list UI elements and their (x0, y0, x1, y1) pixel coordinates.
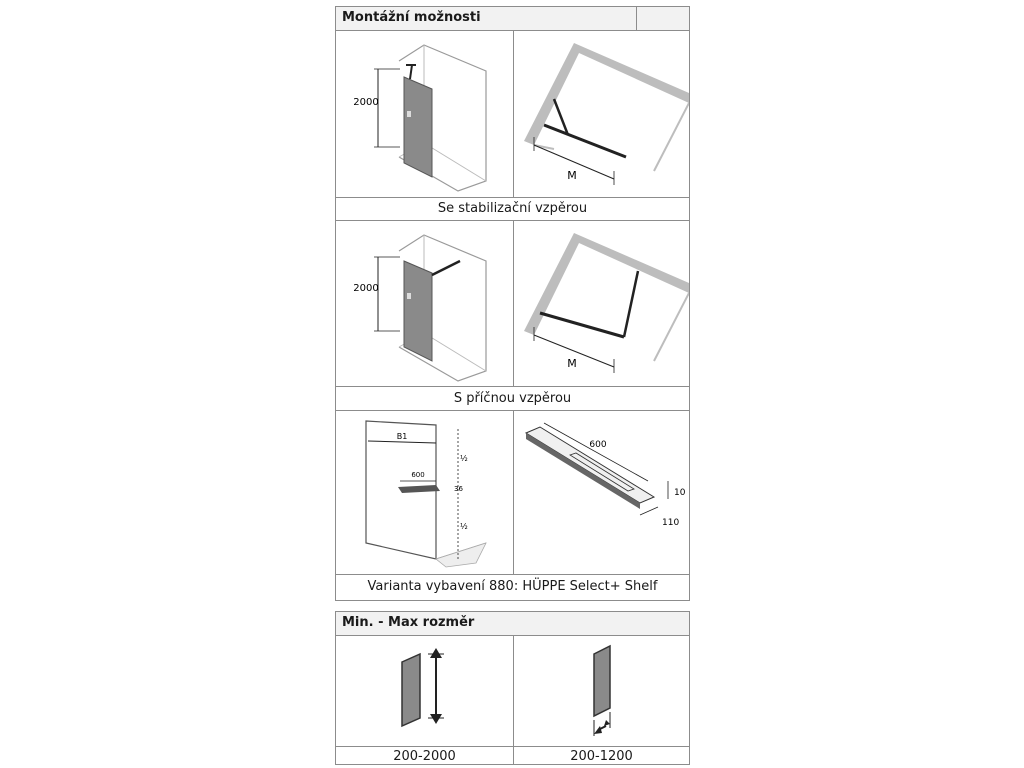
row2-caption: S příčnou vzpěrou (336, 386, 689, 411)
row1-left-cell: 2000 (336, 31, 514, 197)
shelf-elevation-drawing: B1 600 ½ 36 ½ (365, 420, 487, 568)
row3-caption: Varianta vybavení 880: HÜPPE Select+ She… (336, 574, 689, 600)
crossbar-3d-drawing: 2000 (353, 234, 487, 382)
shelf-length-label: 600 (589, 440, 606, 450)
row1-caption: Se stabilizační vzpěrou (336, 197, 689, 221)
mounting-options-table: Montážní možnosti 2000 (335, 6, 690, 601)
size-range-header: Min. - Max rozměr (336, 612, 689, 636)
width-range-value: 200-1200 (570, 749, 633, 764)
shelf-b1-label: B1 (397, 432, 408, 441)
shelf-half-bottom-label: ½ (460, 522, 468, 531)
row1-height-label: 2000 (353, 97, 378, 108)
mounting-options-title: Montážní možnosti (342, 10, 481, 25)
mounting-options-header: Montážní možnosti (336, 7, 689, 31)
shelf-offset-label: 36 (454, 485, 463, 493)
width-range-cell (514, 636, 689, 746)
shelf-width-label: 600 (411, 471, 424, 479)
row2-width-label: M (567, 357, 577, 370)
row3-caption-text: Varianta vybavení 880: HÜPPE Select+ She… (367, 579, 658, 594)
width-range-caption: 200-1200 (514, 746, 689, 765)
size-range-title: Min. - Max rozměr (342, 615, 475, 630)
row1-right-cell: M (514, 31, 689, 197)
row3-left-cell: B1 600 ½ 36 ½ (336, 411, 514, 574)
width-range-drawing (593, 644, 611, 736)
height-range-caption: 200-2000 (336, 746, 514, 765)
shelf-detail-drawing: 600 10 110 (524, 422, 686, 528)
height-range-cell (336, 636, 514, 746)
row1-caption-text: Se stabilizační vzpěrou (437, 201, 588, 216)
shelf-depth-label: 110 (662, 518, 679, 528)
row3-right-cell: 600 10 110 (514, 411, 689, 574)
height-range-value: 200-2000 (393, 749, 456, 764)
size-range-table: Min. - Max rozměr 200-2000 200-1200 (335, 611, 690, 765)
stabilizer-3d-drawing: 2000 (353, 44, 487, 192)
row1-width-label: M (567, 169, 577, 182)
shelf-height-label: 10 (674, 488, 686, 498)
shelf-half-top-label: ½ (460, 454, 468, 463)
row2-right-cell: M (514, 221, 689, 386)
stabilizer-plan-drawing: M (524, 43, 689, 185)
row2-caption-text: S příčnou vzpěrou (453, 391, 572, 406)
row2-height-label: 2000 (353, 283, 378, 294)
crossbar-plan-drawing: M (524, 233, 689, 373)
row2-left-cell: 2000 (336, 221, 514, 386)
height-range-drawing (401, 648, 444, 728)
header-empty-cell (636, 7, 689, 30)
